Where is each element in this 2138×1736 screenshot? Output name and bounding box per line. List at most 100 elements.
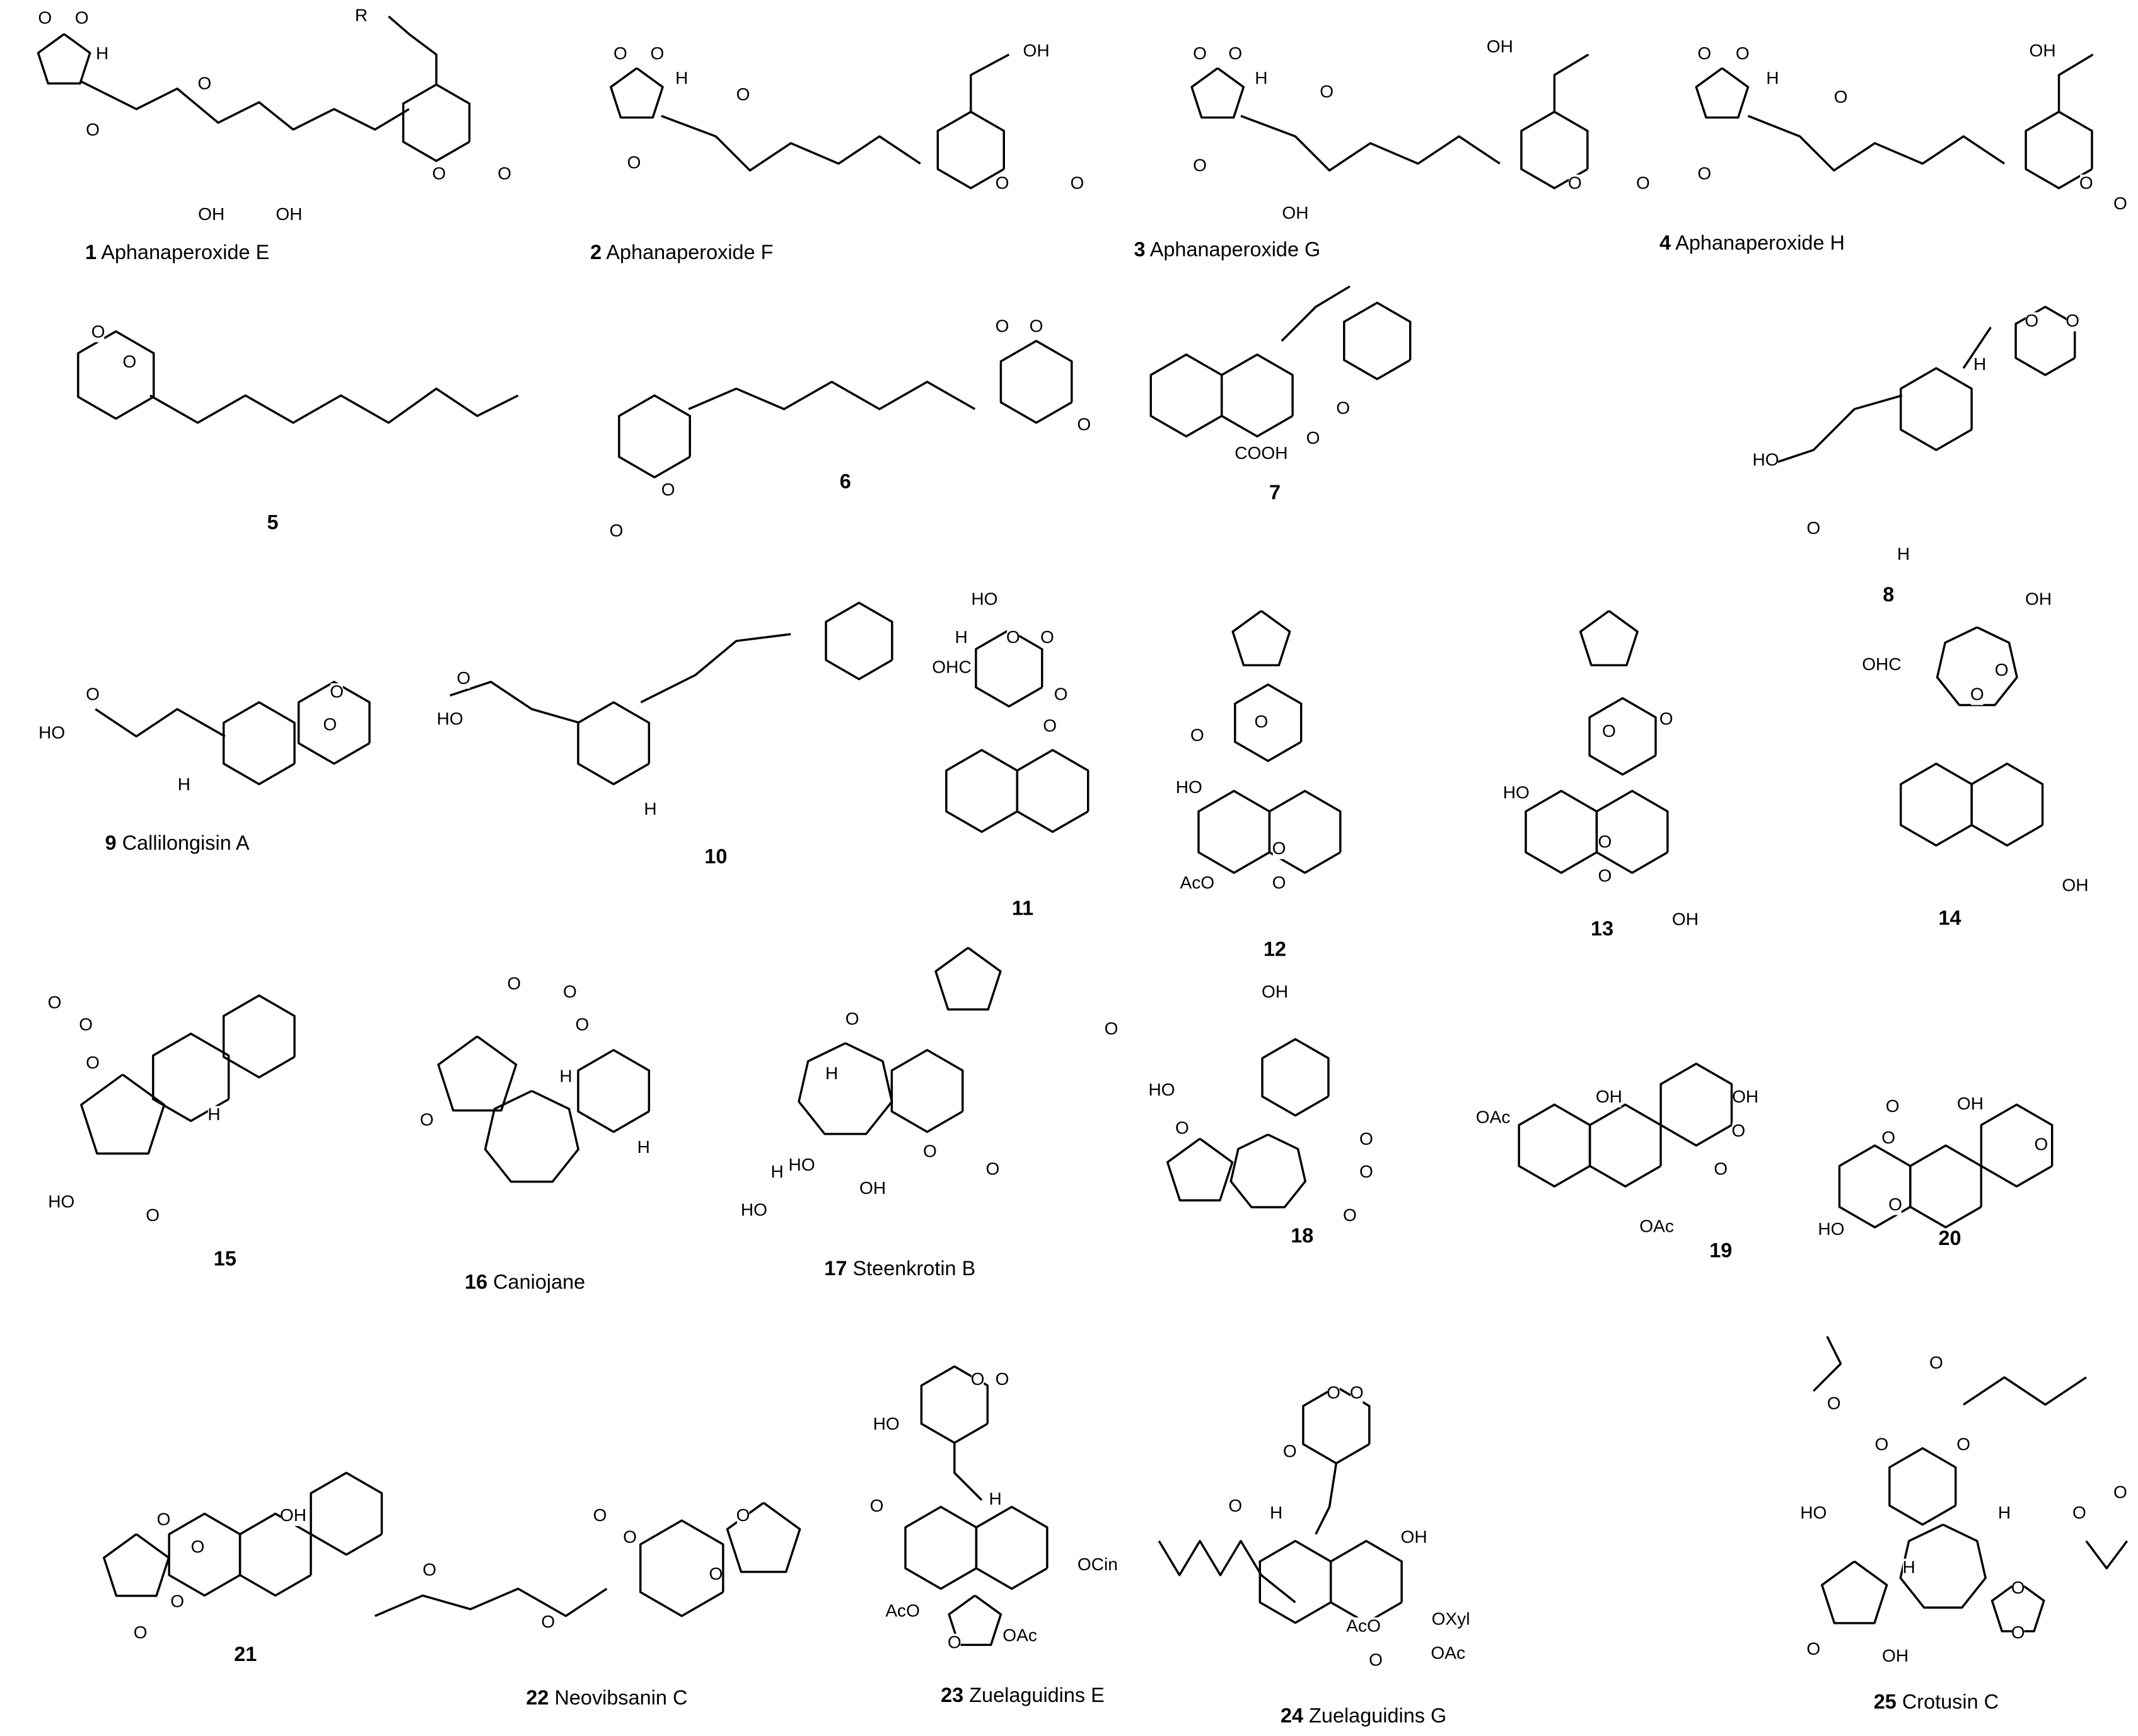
atom-label-background [1001,1626,1038,1646]
atom-label: O [330,681,344,701]
atom-label: O [2113,1482,2127,1502]
atom-label-background [438,710,463,730]
compound-label: 18 [1291,1224,1313,1247]
atom-label: O [996,1369,1009,1389]
lactone-ring [103,1533,170,1597]
atom-label-background [1598,833,1612,853]
atom-label: O [170,1591,184,1611]
ring-c [222,994,296,1079]
atom-label-background [1149,1081,1175,1101]
atom-label: O [996,173,1009,192]
compound-label: 24 Zuelaguidins G [1281,1704,1446,1727]
atom-label: O [709,1564,723,1583]
side-chain [81,81,410,131]
compound-label: 2 Aphanaperoxide F [590,241,773,263]
atom-label-background [1902,1558,1915,1578]
atom-label-background [330,683,343,703]
atom-label-background [86,121,99,141]
atom-label-background [1598,867,1612,887]
atom-label-background [198,74,211,95]
peroxide-ring [1229,1133,1307,1208]
atom-label-background [1474,1108,1512,1128]
atom-label: O [1369,1650,1383,1669]
atom-label: H [1255,68,1267,88]
atom-label: O [996,316,1009,336]
atom-label: O [1043,716,1057,736]
atom-label: O [2113,194,2127,213]
atom-label-background [627,154,641,173]
atom-label-background [924,1142,936,1162]
atom-label: O [1071,173,1084,192]
compound-label: 9 Callilongisin A [105,831,250,854]
atom-label: O [736,84,750,104]
atom-label: O [2079,173,2093,192]
cycloheptene-ring [484,1090,579,1183]
atom-label: H [1998,1503,2011,1522]
atom-label-background [2026,590,2051,610]
atom-label-background [86,686,99,705]
atom-label: O [2011,1578,2025,1597]
atom-label: O [1886,1096,1900,1116]
bicyclo-ring-a [1166,1138,1234,1202]
ring-c [1980,1103,2054,1188]
atom-label-background [157,1511,170,1531]
atom-label-background [191,1538,204,1558]
atom-label: O [1193,43,1207,63]
atom-label: O [1834,87,1848,107]
atom-label: OH [1672,910,1699,929]
atom-label-background [1882,1129,1895,1149]
compound-label: 4 Aphanaperoxide H [1659,231,1845,254]
atom-label: COOH [1235,443,1287,463]
atom-label-background [2025,312,2038,332]
atom-label: O [985,1159,999,1179]
atom-label: O [323,714,337,734]
atom-label: O [563,981,577,1001]
atom-label-background [972,590,997,610]
compound-number: 4 [1659,231,1671,254]
atom-label-background [146,1207,159,1226]
compound-number: 9 [105,831,117,854]
atom-label-background [1191,727,1204,746]
six-ring [1888,1447,1957,1526]
atom-label: O [1105,1019,1118,1038]
atom-label-background [1875,1436,1888,1455]
side-chain [953,1442,983,1501]
atom-label-background [1807,1640,1820,1660]
atom-label-background [1024,42,1049,62]
atom-label: O [1659,709,1673,729]
compound-number: 6 [840,470,851,492]
atom-label-background [1255,713,1268,732]
atom-label: O [845,1009,859,1029]
atom-label: O [1040,627,1054,647]
compound-number: 12 [1264,938,1286,961]
atom-label: HO [873,1414,900,1433]
atom-label: O [157,1510,171,1529]
atom-label: O [2011,1623,2025,1642]
side-chain [1553,54,1589,112]
atom-label-background [2011,1579,2025,1599]
compound-label: 19 [1709,1239,1732,1262]
atom-label-background [2073,1504,2086,1524]
atom-label: O [1888,1195,1902,1214]
atom-label-background [1801,1504,1826,1524]
atom-label: H [1903,1557,1915,1577]
compound-label: 13 [1591,917,1613,940]
compound-number: 8 [1883,583,1894,606]
atom-label-background [123,353,136,373]
compound-name: Aphanaperoxide H [1671,231,1845,254]
atom-label-background [989,1490,1002,1510]
decalin-ring-a [1900,762,1973,847]
atom-label: H [96,43,108,63]
cyclohexane-ring [577,1049,651,1133]
compound-number: 14 [1939,906,1961,929]
atom-label-background [1262,983,1287,1003]
atom-label-background [1255,69,1268,89]
atom-label-background [637,1138,650,1158]
atom-label-background [1834,88,1847,108]
atom-label: AcO [1346,1616,1381,1635]
compound-number: 18 [1291,1224,1313,1247]
atom-label: H [178,775,190,794]
atom-label-background [281,1507,306,1526]
atom-label: O [497,163,511,183]
